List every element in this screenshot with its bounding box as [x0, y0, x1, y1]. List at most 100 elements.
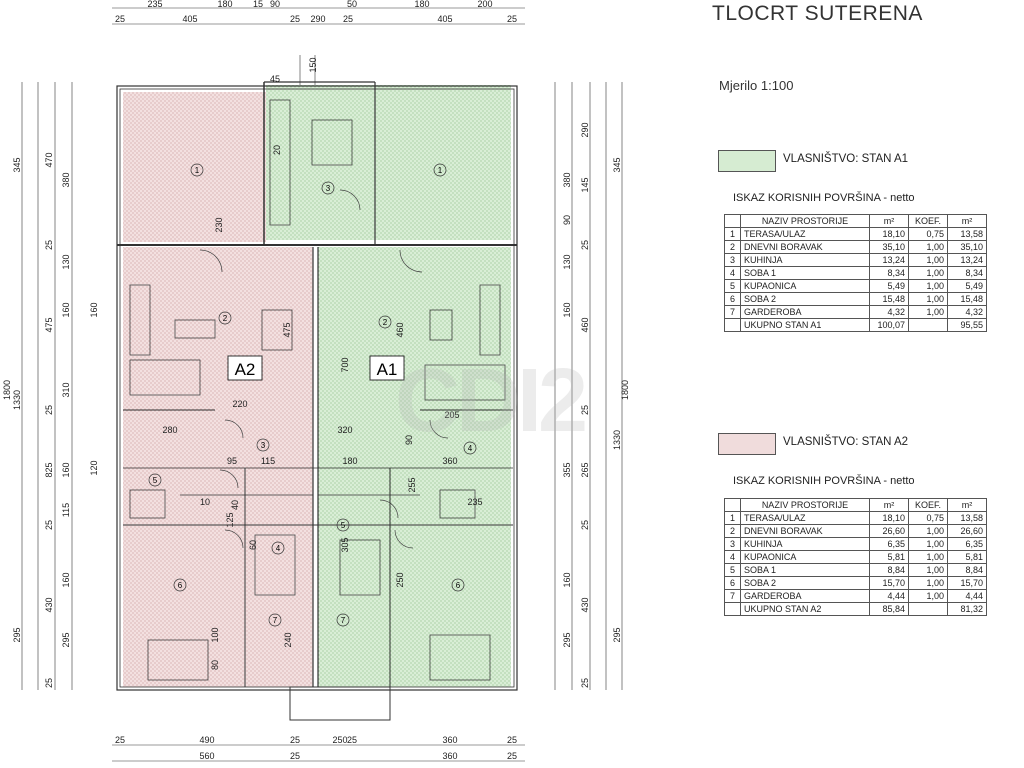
room-area: 26,60 — [869, 524, 909, 538]
dimension-label: 295 — [61, 632, 71, 647]
room-net-area: 6,35 — [947, 537, 987, 551]
unit-label-a1-text: A1 — [377, 360, 398, 379]
svg-text:4: 4 — [468, 444, 473, 453]
room-name: SOBA 2 — [740, 576, 870, 590]
room-area: 8,34 — [869, 266, 909, 280]
room-koef: 1,00 — [908, 563, 948, 577]
room-number-marker: 3 — [256, 438, 270, 452]
dimension-label: 160 — [61, 462, 71, 477]
row-number: 1 — [724, 511, 741, 525]
dimension-label: 150 — [308, 57, 318, 72]
dimension-label: 20 — [272, 145, 282, 155]
dimension-label: 180 — [414, 0, 429, 9]
page-title: TLOCRT SUTERENA — [712, 2, 923, 25]
dimension-label: 310 — [61, 382, 71, 397]
dimension-label: 345 — [12, 157, 22, 172]
dimension-label: 95 — [227, 456, 237, 466]
unit-label-a1: A1 — [369, 355, 405, 381]
room-number-marker: 6 — [173, 578, 187, 592]
dimension-label: 115 — [261, 456, 275, 466]
dimension-label: 405 — [437, 14, 452, 24]
walls — [116, 81, 518, 721]
room-number-marker: 2 — [218, 311, 232, 325]
room-area: 18,10 — [869, 511, 909, 525]
room-net-area: 5,49 — [947, 279, 987, 293]
svg-text:7: 7 — [341, 616, 346, 625]
header-m2-net: m² — [947, 498, 987, 512]
total-height-label: 1800 — [2, 380, 12, 400]
room-net-area: 35,10 — [947, 240, 987, 254]
dimension-label: 25 — [115, 735, 125, 745]
room-area: 4,32 — [869, 305, 909, 319]
apartment-a2-zone — [123, 92, 313, 687]
dimension-label: 220 — [232, 399, 247, 409]
legend-a1-label: VLASNIŠTVO: STAN A1 — [783, 153, 909, 165]
legend-a1: VLASNIŠTVO: STAN A1 — [718, 150, 1018, 172]
room-area: 35,10 — [869, 240, 909, 254]
room-area: 5,81 — [869, 550, 909, 564]
dimension-label: 25 — [44, 240, 54, 250]
row-number: 5 — [724, 279, 741, 293]
header-name: NAZIV PROSTORIJE — [740, 214, 870, 228]
room-koef: 1,00 — [908, 279, 948, 293]
dimension-label: 160 — [89, 302, 99, 317]
dimension-label: 290 — [580, 122, 590, 137]
header-m2: m² — [869, 498, 909, 512]
dimension-label: 295 — [612, 627, 622, 642]
dimension-label: 235 — [147, 0, 162, 9]
row-number: 7 — [724, 589, 741, 603]
room-number-marker: 4 — [463, 441, 477, 455]
header-cell — [724, 498, 741, 512]
row-number: 3 — [724, 537, 741, 551]
room-area: 13,24 — [869, 253, 909, 267]
room-net-area: 13,58 — [947, 227, 987, 241]
dimension-label: 25 — [580, 405, 590, 415]
room-name: KUPAONICA — [740, 550, 870, 564]
svg-text:7: 7 — [273, 616, 278, 625]
dimension-label: 295 — [12, 627, 22, 642]
room-area: 15,70 — [869, 576, 909, 590]
dimension-label: 80 — [210, 660, 220, 670]
dimension-label: 25 — [507, 14, 517, 24]
total-net-area: 81,32 — [947, 602, 987, 616]
row-number: 1 — [724, 227, 741, 241]
unit-label-a2: A2 — [227, 355, 263, 381]
svg-text:6: 6 — [178, 581, 183, 590]
dimension-label: 230 — [214, 217, 224, 232]
dimension-label: 25 — [44, 678, 54, 688]
dimension-label: 25 — [343, 14, 353, 24]
total-area: 100,07 — [869, 318, 909, 332]
total-net-area: 95,55 — [947, 318, 987, 332]
dimension-label: 40 — [230, 500, 240, 510]
dimension-label: 50 — [347, 0, 357, 9]
apartment-a1-zone — [266, 85, 511, 687]
header-koef: KOEF. — [908, 214, 948, 228]
svg-text:6: 6 — [456, 581, 461, 590]
row-number: 4 — [724, 266, 741, 280]
room-koef: 1,00 — [908, 253, 948, 267]
room-number-marker: 5 — [148, 473, 162, 487]
room-area: 4,44 — [869, 589, 909, 603]
dimension-label: 10 — [200, 497, 210, 507]
area-table-a2-title: ISKAZ KORISNIH POVRŠINA - netto — [733, 475, 915, 487]
dimension-label: 25 — [580, 520, 590, 530]
room-koef: 1,00 — [908, 266, 948, 280]
row-number: 5 — [724, 563, 741, 577]
dimension-label: 490 — [199, 735, 214, 745]
dimension-label: 290 — [310, 14, 325, 24]
header-koef: KOEF. — [908, 498, 948, 512]
dimension-label: 25 — [44, 520, 54, 530]
room-name: KUHINJA — [740, 253, 870, 267]
total-height-label: 1800 — [620, 380, 630, 400]
total-area: 85,84 — [869, 602, 909, 616]
